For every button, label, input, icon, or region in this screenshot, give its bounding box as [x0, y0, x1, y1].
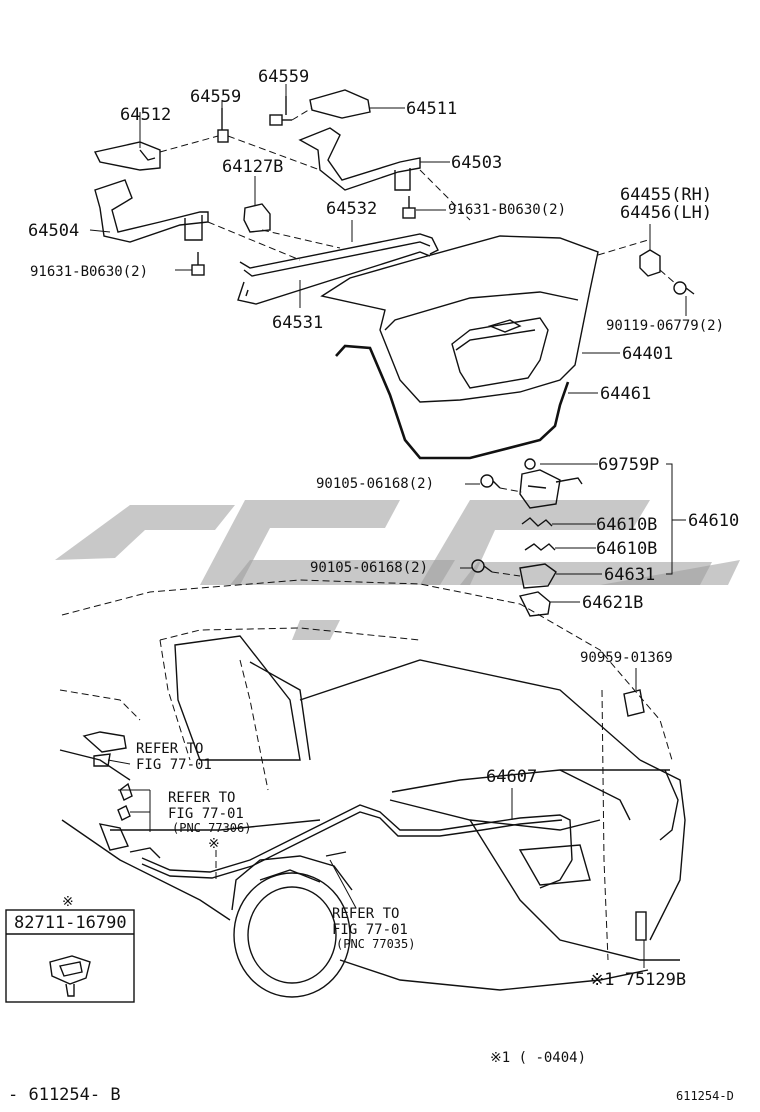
bracket-75129B	[635, 911, 647, 941]
label-64610B-b: 64610B	[596, 539, 657, 559]
stopper-64455	[639, 249, 661, 277]
leader-lines	[89, 84, 687, 968]
boot-clip	[93, 753, 133, 821]
weatherstrip-64461	[335, 344, 570, 460]
label-64559-top: 64559	[258, 67, 309, 87]
refer-2-line1: REFER TO	[168, 790, 235, 806]
label-64531: 64531	[272, 313, 323, 333]
hinge-arm-64504	[94, 179, 209, 243]
label-64504: 64504	[28, 221, 79, 241]
cover-64621B	[518, 591, 551, 617]
asterisk-mark-mid: ※	[208, 836, 220, 852]
bolt-64559-right	[269, 96, 292, 126]
refer-3-line2: FIG 77-01	[332, 922, 408, 938]
car-body	[59, 579, 686, 998]
hinge-arm-64503	[298, 127, 421, 191]
hinge-64511	[309, 89, 371, 119]
release-cable-64607	[98, 804, 573, 889]
inset-box-82711: ※ 82711-16790	[5, 894, 135, 1003]
lock-assembly-64610	[519, 458, 583, 509]
label-90959: 90959-01369	[580, 650, 673, 666]
trunk-lid-64401	[320, 235, 599, 403]
label-64621B: 64621B	[582, 593, 643, 613]
label-64401: 64401	[622, 344, 673, 364]
label-90105-lower: 90105-06168(2)	[310, 560, 428, 576]
callout-labels: 64559 64559 64512 64511 64503 64127B 645…	[28, 67, 739, 990]
label-64127B: 64127B	[222, 157, 283, 177]
inset-part-number: 82711-16790	[14, 913, 127, 933]
label-64532: 64532	[326, 199, 377, 219]
label-64607: 64607	[486, 767, 537, 787]
label-90105-upper: 90105-06168(2)	[316, 476, 434, 492]
label-64503: 64503	[451, 153, 502, 173]
label-64559-left: 64559	[190, 87, 241, 107]
bolt-91631-right	[402, 196, 416, 219]
screw-90119	[659, 269, 695, 295]
footer-note: ※1 ( -0404)	[490, 1050, 586, 1066]
label-91631-left: 91631-B0630(2)	[30, 264, 148, 280]
torsion-rod-64531	[237, 251, 431, 305]
bolt-64559-left	[217, 108, 229, 143]
label-91631-right: 91631-B0630(2)	[448, 202, 566, 218]
label-64610: 64610	[688, 511, 739, 531]
label-90119: 90119-06779(2)	[606, 318, 724, 334]
assembly-lines-top	[159, 107, 649, 261]
refer-3-line1: REFER TO	[332, 906, 399, 922]
watermark-logo	[55, 500, 740, 640]
refer-2-line3: (PNC 77306)	[172, 821, 251, 835]
refer-1-line2: FIG 77-01	[136, 757, 212, 773]
refer-notes: REFER TO FIG 77-01 REFER TO FIG 77-01 (P…	[136, 741, 415, 951]
striker-64631	[519, 563, 557, 589]
spring-64610B-b	[524, 543, 556, 551]
footer: ※1 ( -0404) - 611254- B 611254-D	[8, 1050, 734, 1105]
label-64456: 64456(LH)	[620, 203, 712, 223]
label-69759P: 69759P	[598, 455, 659, 475]
clip-90959	[623, 689, 645, 717]
bolt-91631-left	[191, 252, 205, 276]
label-64631: 64631	[604, 565, 655, 585]
label-75129B: ※1 75129B	[590, 970, 686, 990]
refer-1-line1: REFER TO	[136, 741, 203, 757]
clip-icon	[49, 955, 91, 997]
clip-64127B	[243, 203, 271, 233]
label-64461: 64461	[600, 384, 651, 404]
label-64610B-a: 64610B	[596, 515, 657, 535]
torsion-rod-64532	[239, 233, 439, 277]
refer-3-line3: (PNC 77035)	[336, 937, 415, 951]
footer-code-right: 611254-D	[676, 1089, 734, 1103]
inset-asterisk: ※	[62, 894, 74, 910]
label-64511: 64511	[406, 99, 457, 119]
spring-64610B-a	[521, 517, 553, 527]
refer-2-line2: FIG 77-01	[168, 806, 244, 822]
bolt-90105-upper	[480, 474, 523, 493]
label-64455: 64455(RH)	[620, 185, 712, 205]
bolt-90105-lower	[471, 559, 521, 577]
label-64512: 64512	[120, 105, 171, 125]
footer-code-left: - 611254- B	[8, 1085, 121, 1105]
hinge-64512	[93, 141, 161, 171]
